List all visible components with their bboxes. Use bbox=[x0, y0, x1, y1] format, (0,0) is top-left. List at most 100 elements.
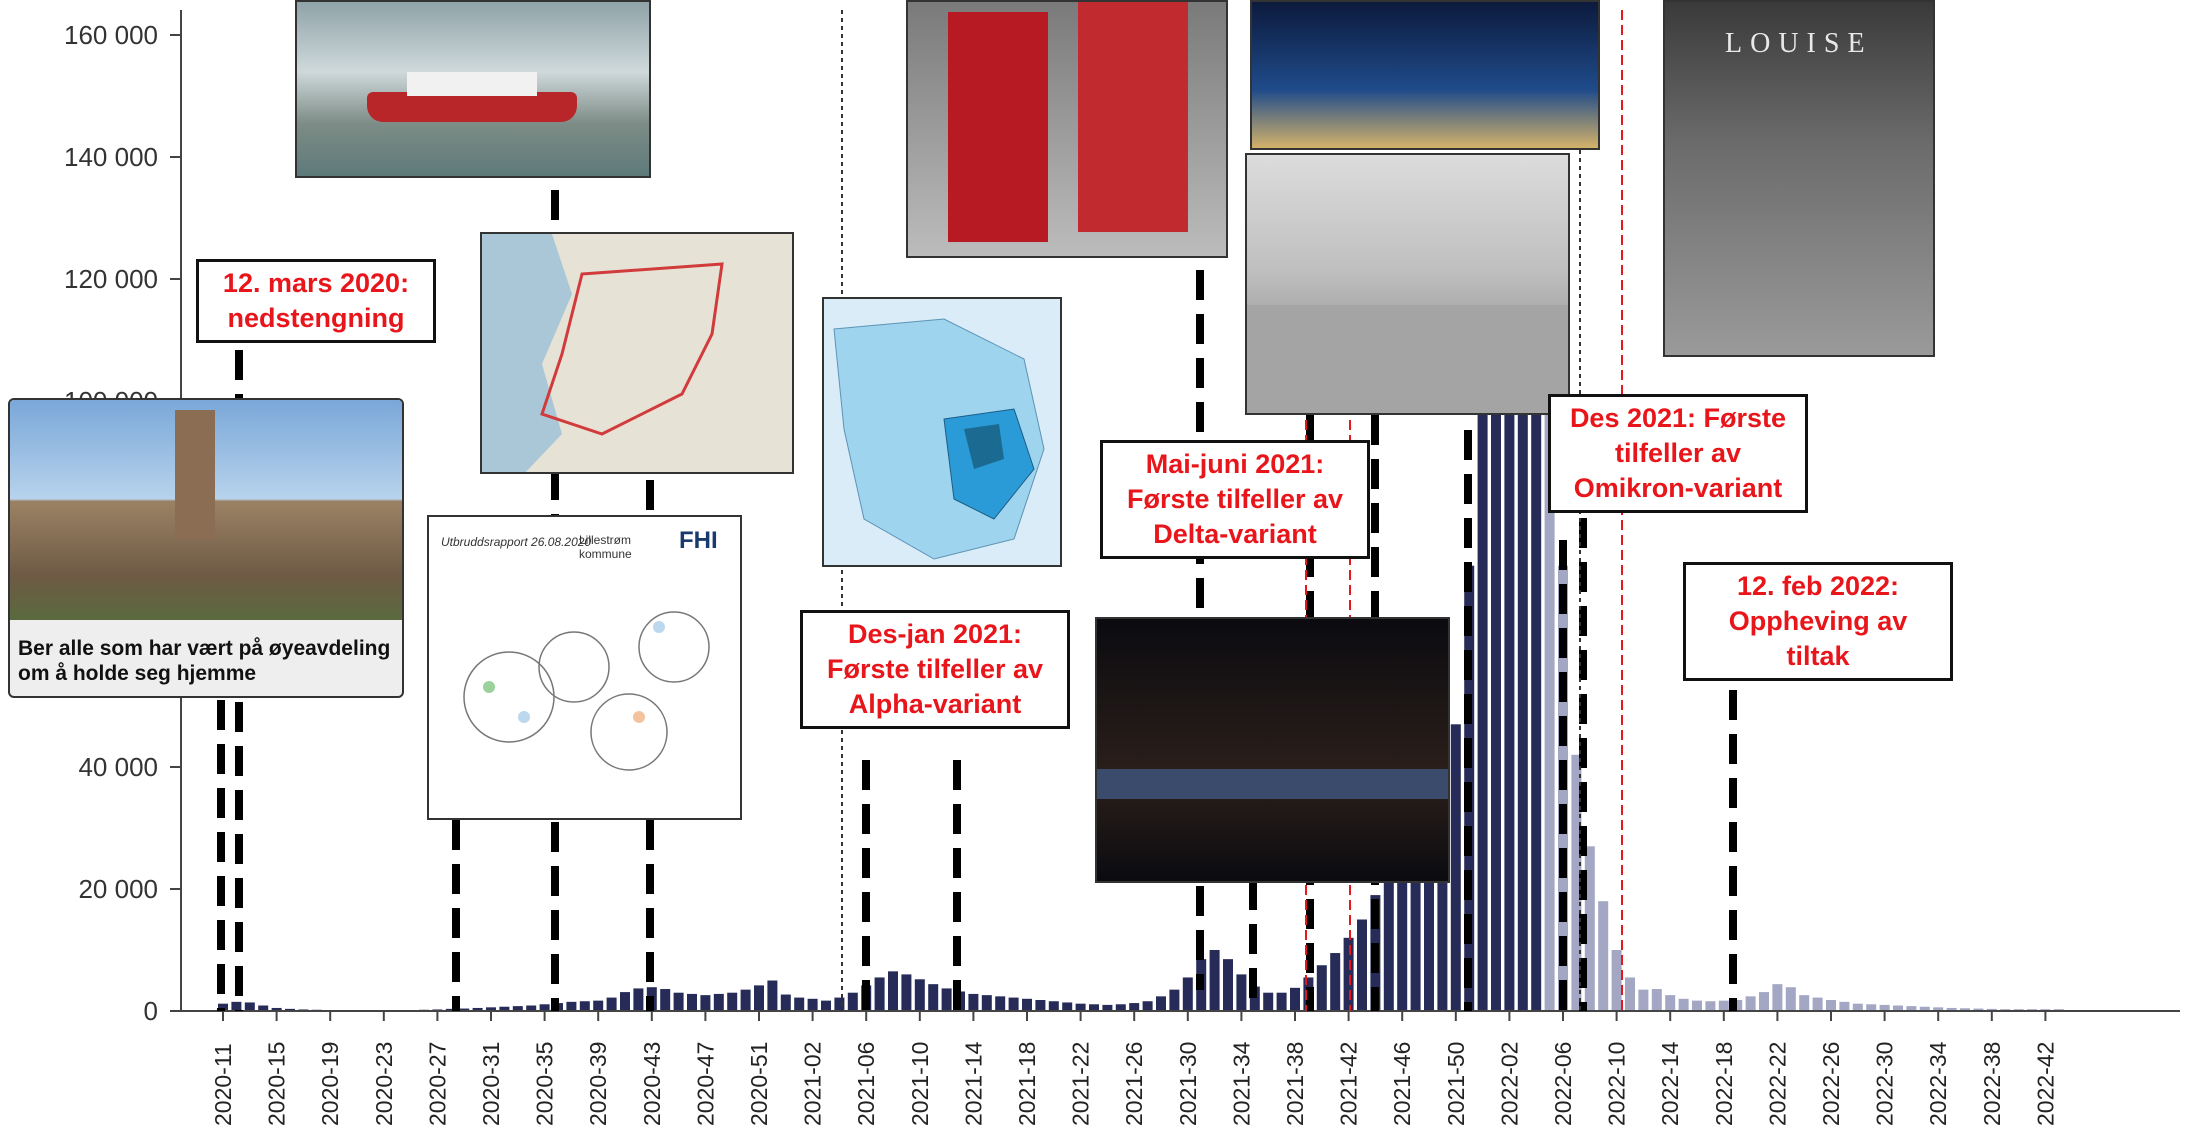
bar bbox=[995, 996, 1006, 1011]
bar bbox=[740, 989, 751, 1011]
x-tick-label: 2022-06 bbox=[1550, 1042, 1576, 1126]
bar bbox=[807, 998, 818, 1011]
bar bbox=[1571, 754, 1582, 1011]
y-tick-label: 140 000 bbox=[64, 142, 158, 172]
bar bbox=[1812, 997, 1823, 1011]
x-tick-label: 2022-38 bbox=[1979, 1042, 2005, 1126]
bar bbox=[1799, 995, 1810, 1011]
bar bbox=[1075, 1003, 1086, 1011]
fhi-logo-text: FHI bbox=[679, 527, 718, 554]
news-caption: Ber alle som har vært på øyeavdeling om … bbox=[18, 637, 391, 685]
x-tick-label: 2022-22 bbox=[1764, 1042, 1790, 1126]
annotation-lockdown: 12. mars 2020: nedstengning bbox=[196, 259, 436, 343]
y-tick-label: 0 bbox=[144, 996, 158, 1026]
bar bbox=[1919, 1006, 1930, 1011]
bar bbox=[472, 1007, 483, 1011]
bar bbox=[1692, 1000, 1702, 1011]
bar bbox=[794, 997, 805, 1011]
x-tick-label: 2020-31 bbox=[478, 1042, 504, 1126]
x-tick-label: 2020-19 bbox=[317, 1042, 343, 1126]
bar bbox=[1437, 846, 1448, 1011]
bar bbox=[1343, 937, 1354, 1011]
bar bbox=[847, 992, 858, 1011]
bar bbox=[1625, 977, 1635, 1011]
bar bbox=[1517, 169, 1528, 1011]
bar bbox=[218, 1003, 228, 1011]
norway-route-map bbox=[480, 232, 794, 474]
x-tick-label: 2020-47 bbox=[692, 1042, 718, 1126]
x-tick-label: 2021-14 bbox=[960, 1041, 986, 1126]
bar-counter-photo bbox=[1095, 617, 1450, 883]
bar bbox=[1986, 1008, 1997, 1011]
bar bbox=[901, 974, 912, 1011]
bar bbox=[1156, 996, 1166, 1011]
x-tick-label: 2022-10 bbox=[1604, 1042, 1630, 1126]
bar bbox=[1062, 1002, 1073, 1011]
bar bbox=[1906, 1006, 1917, 1011]
x-tick-label: 2020-15 bbox=[264, 1042, 290, 1126]
bar bbox=[1544, 394, 1555, 1011]
bar bbox=[633, 988, 644, 1011]
bar bbox=[754, 985, 764, 1011]
bar bbox=[271, 1007, 282, 1011]
bar bbox=[767, 980, 778, 1011]
bar bbox=[1330, 953, 1341, 1011]
russ-students-photo bbox=[906, 0, 1228, 258]
x-tick-label: 2021-06 bbox=[853, 1042, 879, 1126]
bar bbox=[1839, 1001, 1850, 1011]
bar bbox=[1142, 1001, 1153, 1011]
bar bbox=[1397, 803, 1408, 1011]
bar bbox=[620, 992, 630, 1011]
x-tick-label: 2022-02 bbox=[1496, 1042, 1522, 1126]
bar bbox=[968, 993, 979, 1011]
bar bbox=[1973, 1008, 1984, 1011]
bar bbox=[606, 997, 617, 1011]
bar bbox=[486, 1007, 496, 1011]
bar bbox=[1450, 724, 1461, 1011]
bar bbox=[539, 1004, 550, 1011]
bar bbox=[1946, 1007, 1957, 1011]
x-tick-label: 2022-30 bbox=[1872, 1042, 1898, 1126]
bar bbox=[1745, 996, 1756, 1011]
bar bbox=[821, 1000, 831, 1011]
x-tick-label: 2021-42 bbox=[1336, 1042, 1362, 1126]
bar bbox=[1290, 987, 1300, 1011]
bar bbox=[1611, 950, 1622, 1011]
bar bbox=[1651, 989, 1662, 1011]
bar bbox=[1933, 1007, 1944, 1011]
bar bbox=[258, 1005, 269, 1011]
bar bbox=[1718, 1000, 1729, 1011]
bar bbox=[1879, 1004, 1890, 1011]
bar bbox=[526, 1005, 537, 1011]
x-tick-label: 2021-02 bbox=[800, 1042, 826, 1126]
x-tick-label: 2021-50 bbox=[1443, 1042, 1469, 1126]
y-tick-label: 120 000 bbox=[64, 264, 158, 294]
bar bbox=[593, 1000, 604, 1011]
bar bbox=[1263, 992, 1274, 1011]
bar bbox=[499, 1006, 510, 1011]
x-tick-label: 2021-30 bbox=[1175, 1042, 1201, 1126]
bar bbox=[566, 1001, 577, 1011]
bar bbox=[1022, 998, 1032, 1011]
bar bbox=[1772, 984, 1783, 1011]
x-tick-label: 2022-34 bbox=[1925, 1041, 1951, 1126]
bar bbox=[579, 1001, 590, 1011]
bar bbox=[1759, 992, 1769, 1011]
bar bbox=[1089, 1004, 1099, 1011]
bar bbox=[1504, 224, 1515, 1012]
bar bbox=[1102, 1004, 1113, 1011]
bar bbox=[1826, 1000, 1836, 1011]
x-tick-label: 2020-27 bbox=[424, 1042, 450, 1126]
bar bbox=[928, 984, 939, 1011]
bar bbox=[1115, 1004, 1126, 1011]
fhi-report-title: Utbruddsrapport 26.08.2020 bbox=[441, 535, 592, 549]
bar bbox=[1960, 1008, 1970, 1011]
x-tick-label: 2020-51 bbox=[746, 1042, 772, 1126]
x-tick-label: 2020-11 bbox=[210, 1043, 236, 1126]
bar bbox=[687, 993, 697, 1011]
bar bbox=[1249, 986, 1260, 1011]
bar bbox=[1678, 998, 1689, 1011]
bar bbox=[1785, 987, 1796, 1011]
bar bbox=[1276, 992, 1287, 1011]
bar bbox=[1236, 974, 1247, 1011]
